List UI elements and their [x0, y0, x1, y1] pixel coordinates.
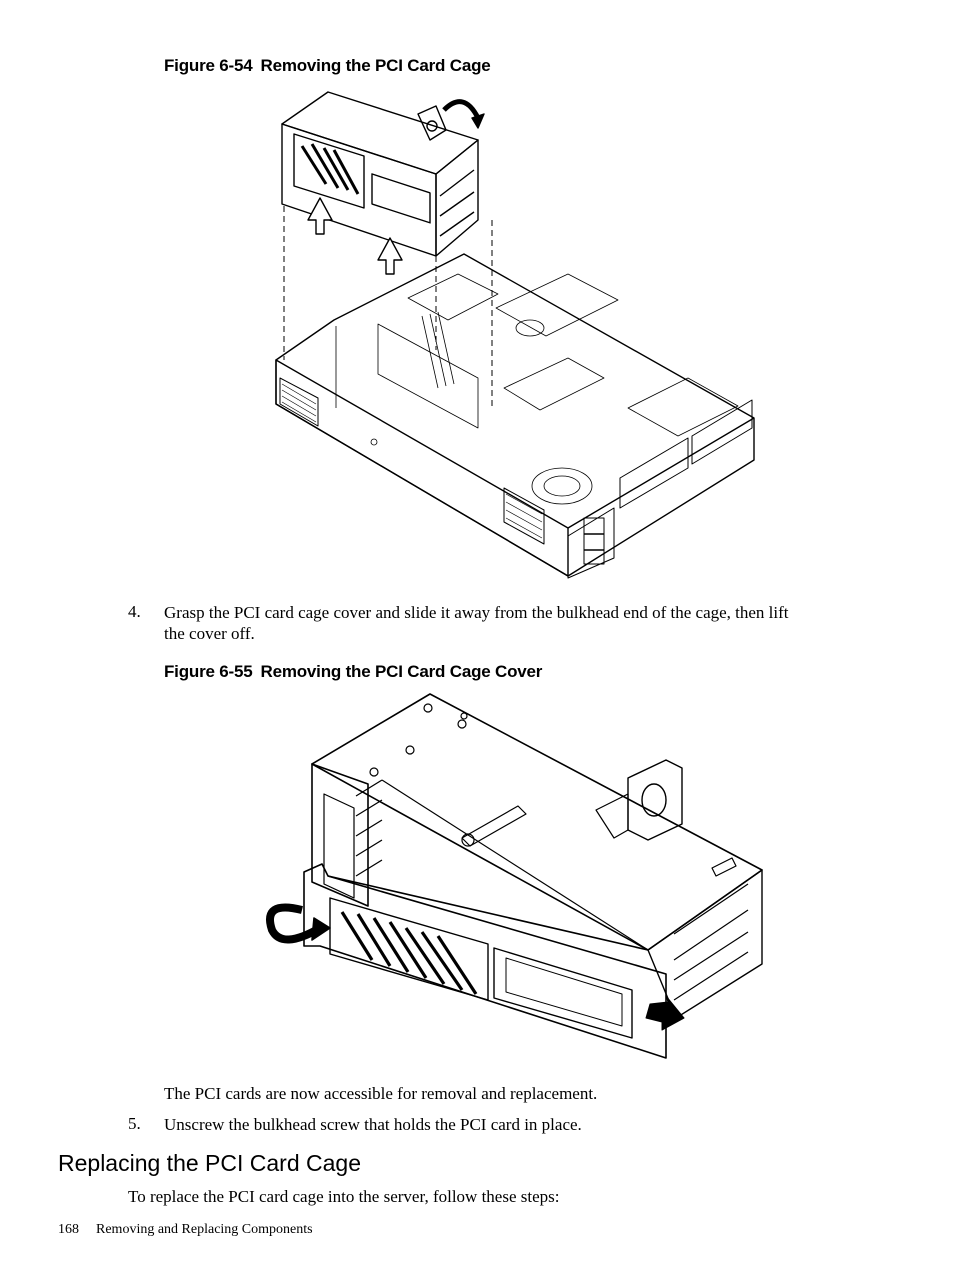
figure-label: Figure 6-54 [164, 56, 253, 75]
lift-up-arrow-icon [307, 197, 333, 235]
step-4-line-2: the cover off. [164, 624, 255, 643]
pci-card-cage-cover-removal-illustration [266, 693, 763, 1059]
pci-card-cage-removal-illustration [275, 91, 755, 579]
step-number: 5. [128, 1114, 141, 1133]
figure-title: Removing the PCI Card Cage Cover [260, 662, 543, 681]
section-heading: Replacing the PCI Card Cage [58, 1150, 361, 1176]
page-number: 168 [58, 1222, 79, 1237]
step-4-text: Grasp the PCI card cage cover and slide … [164, 602, 884, 644]
note-text: The PCI cards are now accessible for rem… [164, 1084, 598, 1103]
server-chassis [275, 253, 755, 579]
rotate-arrow-icon [266, 903, 323, 944]
footer-chapter-title: Removing and Replacing Components [96, 1222, 313, 1237]
pci-card-cage [281, 91, 479, 257]
section-intro: To replace the PCI card cage into the se… [128, 1187, 560, 1206]
pci-card-cage-cover [303, 863, 667, 1059]
figure-label: Figure 6-55 [164, 662, 253, 681]
step-4-line-1: Grasp the PCI card cage cover and slide … [164, 603, 789, 622]
figure-caption: Figure 6-55 Removing the PCI Card Cage Co… [164, 662, 542, 682]
figure-title: Removing the PCI Card Cage [260, 56, 491, 75]
step-5-text: Unscrew the bulkhead screw that holds th… [164, 1115, 582, 1134]
lift-up-arrow-icon [377, 237, 403, 275]
slide-arrow-icon [645, 995, 685, 1031]
figure-caption: Figure 6-54 Removing the PCI Card Cage [164, 56, 491, 76]
step-number: 4. [128, 602, 141, 621]
rotate-arrow-icon [442, 99, 481, 120]
